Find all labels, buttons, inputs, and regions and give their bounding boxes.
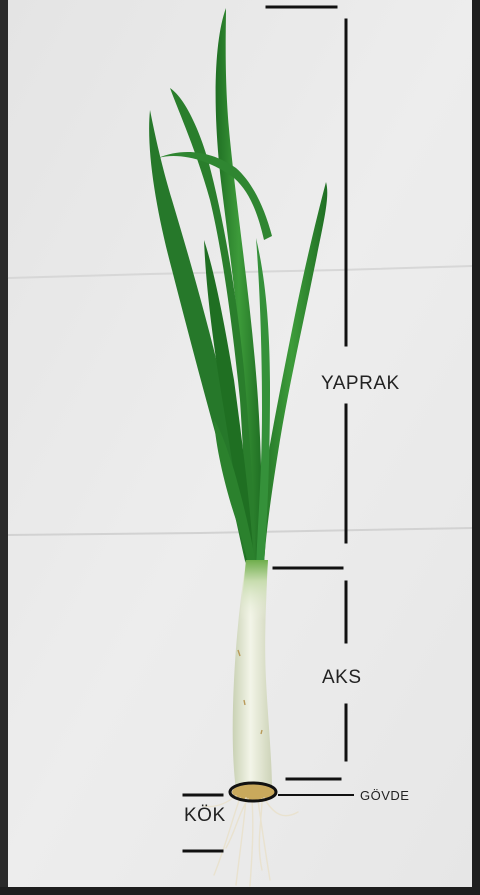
label-stem: GÖVDE	[360, 789, 409, 802]
label-axis: AKS	[322, 668, 362, 687]
label-leaf: YAPRAK	[321, 374, 400, 393]
label-root: KÖK	[184, 806, 226, 825]
left-border	[0, 0, 8, 895]
bottom-border	[0, 887, 480, 895]
right-border	[472, 0, 480, 895]
